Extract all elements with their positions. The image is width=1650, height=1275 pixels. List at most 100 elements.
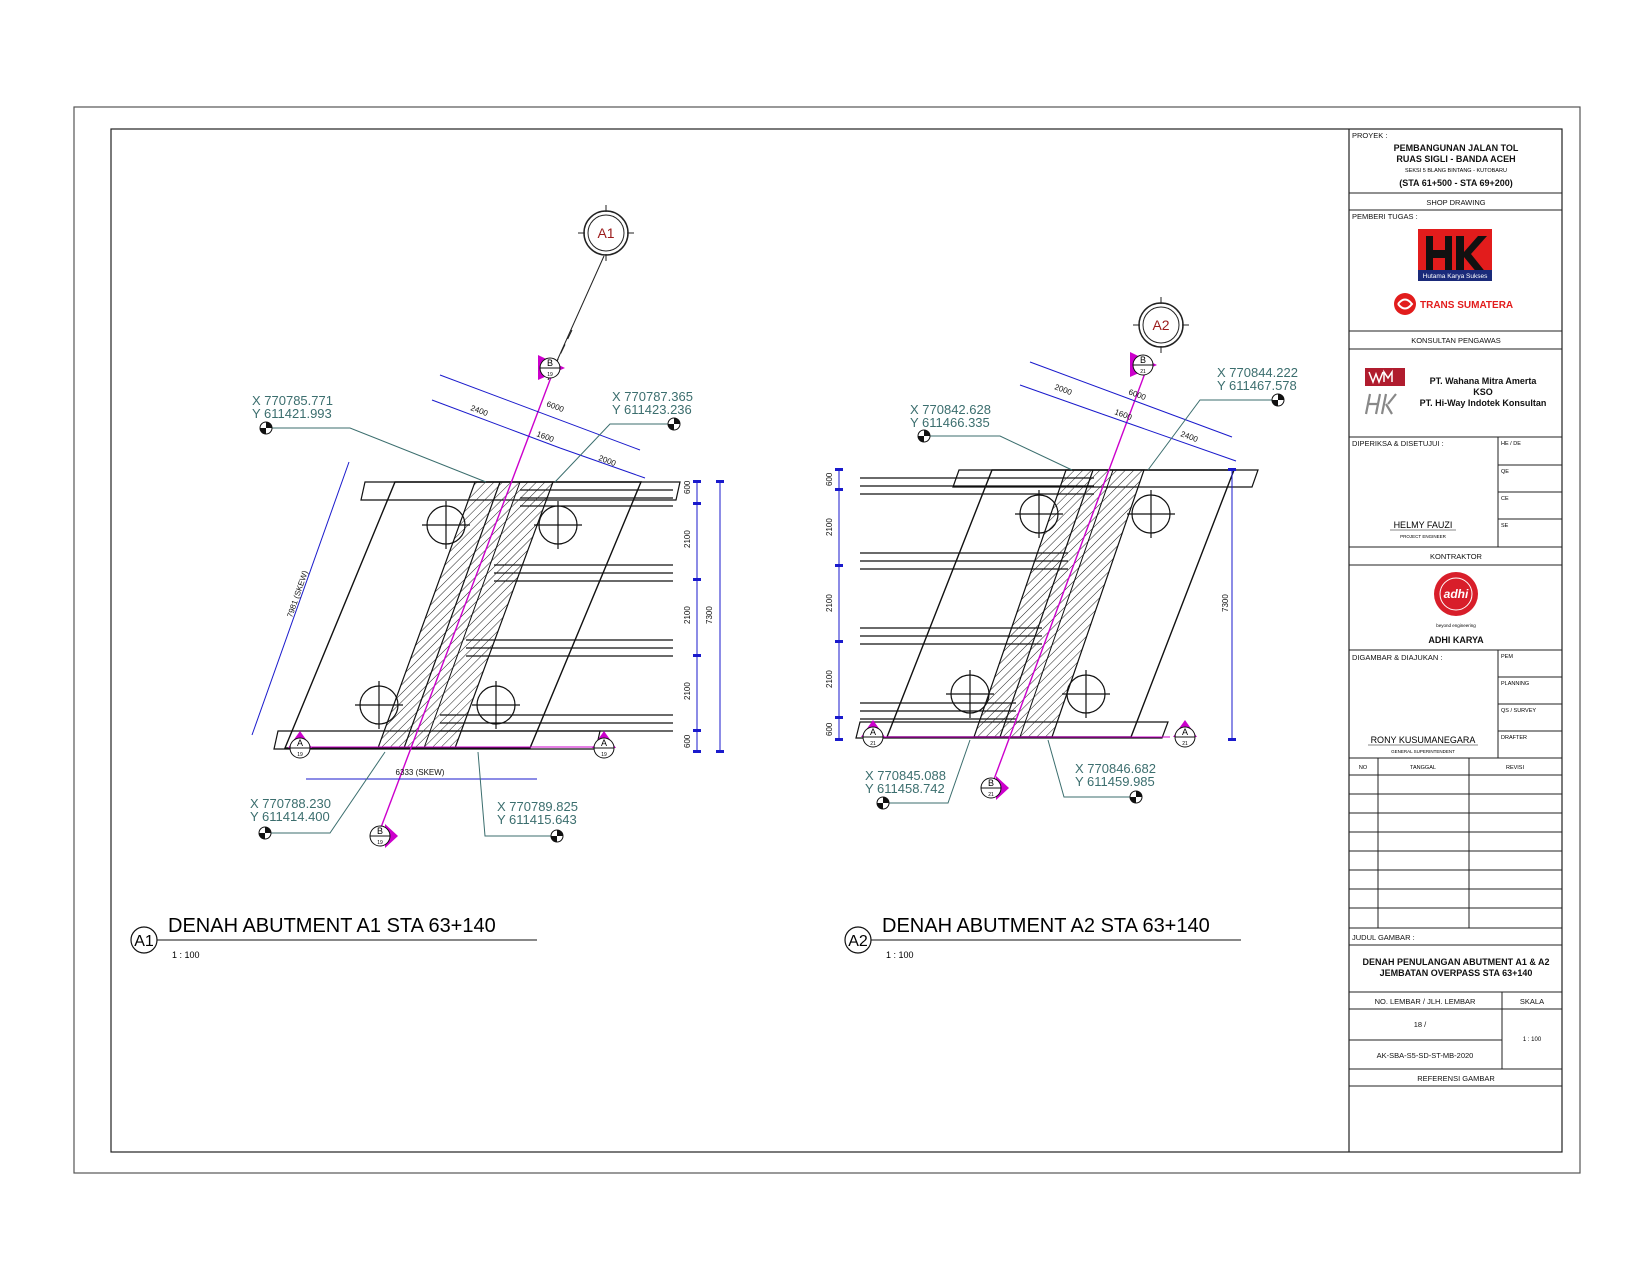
judul-label: JUDUL GAMBAR :	[1352, 933, 1415, 942]
drawing-scale-a2: 1 : 100	[886, 950, 914, 960]
dim-a2-top-1: 2000	[1053, 382, 1073, 397]
dim-a1-right-2: 2100	[683, 530, 692, 548]
svg-text:21: 21	[1140, 369, 1146, 375]
role-cell-3: QS / SURVEY	[1501, 708, 1536, 714]
svg-text:21: 21	[1182, 741, 1188, 747]
dim-a1-right-5: 600	[683, 734, 692, 748]
svg-text:B: B	[988, 778, 994, 788]
skala-label: SKALA	[1520, 997, 1544, 1006]
section-marker-a-a1-left[interactable]: A 19	[288, 731, 312, 759]
svg-text:19: 19	[601, 752, 607, 758]
revisi-header-no: NO	[1359, 765, 1368, 771]
dim-a2-top-total: 6000	[1127, 387, 1147, 402]
kontraktor-name: ADHI KARYA	[1428, 635, 1484, 645]
svg-text:TRANS SUMATERA: TRANS SUMATERA	[1420, 300, 1513, 311]
drawing-title-a1: A1 DENAH ABUTMENT A1 STA 63+140 1 : 100	[130, 915, 537, 960]
check-cell-1: HE / DE	[1501, 441, 1521, 447]
abutment-a1-wall	[377, 481, 554, 749]
konsultan-label: KONSULTAN PENGAWAS	[1411, 336, 1501, 345]
dim-a1-right-4: 2100	[683, 682, 692, 700]
revisi-header-tanggal: TANGGAL	[1410, 765, 1436, 771]
pemberi-tugas-label: PEMBERI TUGAS :	[1352, 212, 1418, 221]
coord-a1-1-y: Y 611421.993	[252, 406, 332, 421]
revisi-header-revisi: REVISI	[1506, 765, 1525, 771]
project-line-2: RUAS SIGLI - BANDA ACEH	[1396, 154, 1515, 164]
dim-a1-right-3: 2100	[683, 606, 692, 624]
dim-a2-left-4: 2100	[825, 670, 834, 688]
svg-text:21: 21	[870, 741, 876, 747]
dim-a1-top-2: 1600	[535, 429, 555, 444]
callout-a2-label: A2	[1152, 317, 1169, 333]
section-marker-b-a1-top[interactable]: B 19	[538, 355, 565, 380]
drawing-title-a2: A2 DENAH ABUTMENT A2 STA 63+140 1 : 100	[844, 915, 1241, 960]
section-marker-a-a1-right[interactable]: A 19	[592, 731, 616, 759]
konsultan-line-2: KSO	[1473, 387, 1493, 397]
section-callout-a1[interactable]: A1	[578, 205, 634, 261]
project-line-4: (STA 61+500 - STA 69+200)	[1399, 178, 1513, 188]
coord-a1-2-x: X 770787.365	[612, 389, 693, 404]
check-cell-4: SE	[1501, 523, 1509, 529]
project-line-1: PEMBANGUNAN JALAN TOL	[1394, 143, 1519, 153]
dim-a2-left-3: 2100	[825, 594, 834, 612]
inner-frame	[110, 128, 1563, 1153]
dim-a1-skew-left: 7981 (SKEW)	[285, 569, 310, 618]
section-callout-a2[interactable]: A2	[1133, 297, 1189, 353]
drawer-name: RONY KUSUMANEGARA	[1371, 735, 1476, 745]
outer-frame	[73, 106, 1581, 1174]
svg-text:A1: A1	[134, 933, 154, 950]
dim-a2-left-1: 600	[825, 472, 834, 486]
shop-drawing-label: SHOP DRAWING	[1426, 198, 1485, 207]
svg-text:B: B	[1140, 355, 1146, 365]
skala-value: 1 : 100	[1523, 1037, 1542, 1043]
coord-a2-4-x: X 770846.682	[1075, 761, 1156, 776]
coord-a1-2-y: Y 611423.236	[612, 402, 692, 417]
check-cell-2: QE	[1501, 469, 1509, 475]
hk-logo: Hutama Karya Sukses	[1418, 229, 1492, 281]
wma-logo	[1364, 368, 1405, 415]
section-marker-a-a2-left[interactable]: A 21	[861, 720, 885, 748]
title-block: PROYEK : PEMBANGUNAN JALAN TOL RUAS SIGL…	[1348, 129, 1562, 1152]
drawing-title-a2-text: DENAH ABUTMENT A2 STA 63+140	[882, 915, 1210, 937]
coord-a1-4-y: Y 611415.643	[497, 812, 577, 827]
coord-a2-2-y: Y 611467.578	[1217, 378, 1297, 393]
section-marker-b-a2-bottom[interactable]: B 21	[980, 776, 1009, 800]
svg-text:A: A	[870, 727, 876, 737]
section-marker-b-a2-top[interactable]: B 21	[1130, 352, 1157, 377]
svg-text:Hutama Karya Sukses: Hutama Karya Sukses	[1423, 273, 1488, 280]
konsultan-line-3: PT. Hi-Way Indotek Konsultan	[1420, 398, 1547, 408]
drawing-a1: A1	[130, 205, 724, 960]
role-cell-2: PLANNING	[1501, 681, 1529, 687]
judul-line-1: DENAH PENULANGAN ABUTMENT A1 & A2	[1362, 957, 1549, 967]
coord-a1-4-x: X 770789.825	[497, 799, 578, 814]
survey-marker-icon	[876, 393, 1285, 810]
svg-text:19: 19	[377, 840, 383, 846]
digambar-label: DIGAMBAR & DIAJUKAN :	[1352, 653, 1442, 662]
diperiksa-label: DIPERIKSA & DISETUJUI :	[1352, 439, 1444, 448]
dim-a1-top-3: 2000	[597, 453, 617, 468]
judul-line-2: JEMBATAN OVERPASS STA 63+140	[1380, 968, 1533, 978]
role-cell-1: PEM	[1501, 654, 1513, 660]
svg-text:21: 21	[988, 792, 994, 798]
svg-text:A: A	[601, 738, 607, 748]
coord-a2-3-y: Y 611458.742	[865, 781, 945, 796]
coord-a1-1-x: X 770785.771	[252, 393, 333, 408]
coord-a1-3-y: Y 611414.400	[250, 809, 330, 824]
referensi-label: REFERENSI GAMBAR	[1417, 1074, 1495, 1083]
no-lembar-value: 18 /	[1414, 1020, 1427, 1029]
approver-role: PROJECT ENGINEER	[1400, 534, 1446, 539]
svg-text:A: A	[1182, 727, 1188, 737]
svg-text:B: B	[547, 358, 553, 368]
section-marker-a-a2-right[interactable]: A 21	[1173, 720, 1197, 748]
dim-a2-right-total: 7300	[1221, 594, 1230, 612]
dim-a1-right-total: 7300	[705, 606, 714, 624]
coord-a1-3-x: X 770788.230	[250, 796, 331, 811]
dim-a2-left-5: 600	[825, 722, 834, 736]
coord-a2-1-y: Y 611466.335	[910, 415, 990, 430]
coord-a2-4-y: Y 611459.985	[1075, 774, 1155, 789]
trans-sumatera-logo: TRANS SUMATERA	[1394, 293, 1513, 315]
svg-text:B: B	[377, 826, 383, 836]
section-marker-b-a1-bottom[interactable]: B 19	[369, 824, 398, 848]
check-cell-3: CE	[1501, 496, 1509, 502]
callout-a1-label: A1	[597, 225, 614, 241]
